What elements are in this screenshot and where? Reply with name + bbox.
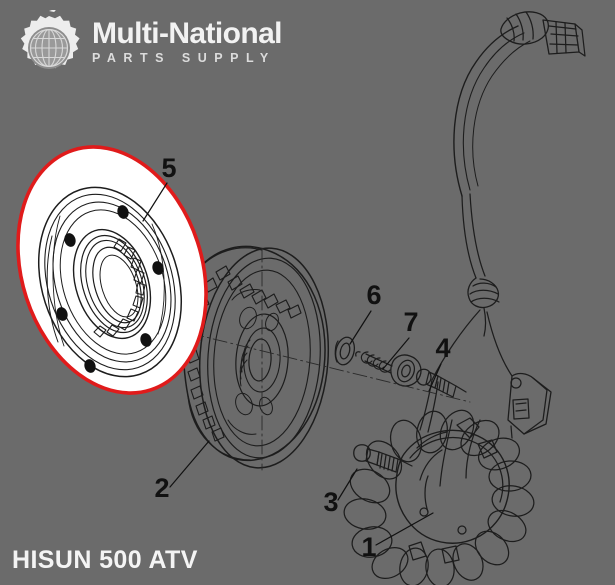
leader-5 bbox=[142, 182, 168, 222]
brand-name: Multi-National bbox=[92, 17, 283, 50]
callout-number-5: 5 bbox=[161, 153, 176, 183]
callout-leader-lines bbox=[142, 182, 442, 546]
gear-globe-icon bbox=[20, 10, 80, 69]
flange-bolt bbox=[415, 368, 467, 398]
callout-number-1: 1 bbox=[361, 532, 376, 562]
callout-number-3: 3 bbox=[323, 487, 338, 517]
stator-bolt bbox=[353, 444, 413, 473]
brand-logo: Multi-National PARTS SUPPLY bbox=[8, 6, 308, 88]
brand-wordmark: Multi-National PARTS SUPPLY bbox=[92, 18, 307, 66]
callout-number-4: 4 bbox=[435, 333, 450, 363]
one-way-clutch-bearing bbox=[37, 186, 183, 378]
highlight-ellipse bbox=[16, 145, 208, 395]
wiring-harness bbox=[431, 11, 586, 439]
leader-6 bbox=[349, 310, 372, 345]
callout-number-2: 2 bbox=[154, 473, 169, 503]
leader-4 bbox=[428, 363, 442, 392]
flywheel-rotor bbox=[119, 245, 471, 471]
leader-3 bbox=[337, 468, 358, 501]
brand-tagline: PARTS SUPPLY bbox=[92, 51, 276, 65]
callout-number-6: 6 bbox=[366, 280, 381, 310]
clutch-bolt bbox=[355, 351, 422, 387]
washer bbox=[334, 336, 356, 366]
leader-1 bbox=[375, 512, 434, 546]
callout-number-7: 7 bbox=[403, 307, 418, 337]
model-caption: HISUN 500 ATV bbox=[12, 546, 198, 574]
leader-7 bbox=[382, 337, 410, 370]
stator-assembly bbox=[343, 379, 535, 585]
callout-numbers: 5 2 6 7 4 3 1 bbox=[154, 153, 450, 562]
leader-2 bbox=[169, 440, 210, 488]
